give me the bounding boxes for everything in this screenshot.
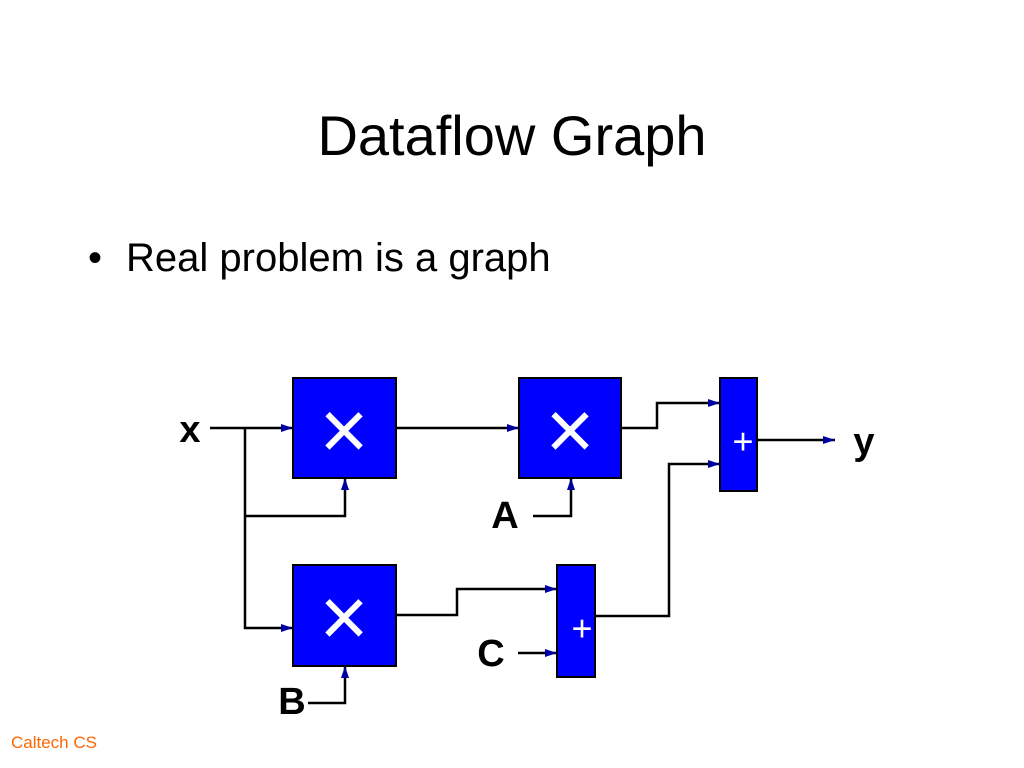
input-label-b: B bbox=[278, 681, 305, 723]
add-symbol-1: + bbox=[732, 421, 753, 462]
multiply-symbol-2: × bbox=[545, 383, 594, 477]
bullet-text: Real problem is a graph bbox=[126, 236, 551, 280]
wire-b-to-mult-3 bbox=[308, 666, 349, 705]
operator-symbols: × × × + + bbox=[319, 383, 753, 664]
multiply-symbol-1: × bbox=[319, 383, 368, 477]
wire-mult-2-to-adder-1 bbox=[621, 399, 720, 430]
wire-x-branch-to-mult-1-bottom bbox=[245, 478, 349, 518]
adder-block-1 bbox=[719, 377, 758, 492]
footer-text: Caltech CS bbox=[11, 733, 97, 752]
input-label-a: A bbox=[491, 495, 518, 537]
input-label-x: x bbox=[179, 409, 200, 451]
wires bbox=[210, 399, 835, 705]
slide-title: Dataflow Graph bbox=[317, 104, 707, 167]
io-labels: x A C B y bbox=[179, 409, 874, 723]
multiplier-block-1 bbox=[292, 377, 397, 479]
bullet-list: • Real problem is a graph bbox=[88, 230, 551, 286]
wire-mult-3-to-adder-2 bbox=[397, 585, 557, 617]
bullet-marker: • bbox=[88, 236, 103, 280]
multiply-symbol-3: × bbox=[319, 570, 368, 664]
wire-x-branch-to-mult-3 bbox=[243, 428, 293, 632]
operator-blocks bbox=[292, 377, 758, 678]
add-symbol-2: + bbox=[571, 608, 592, 649]
wire-a-to-mult-2 bbox=[533, 478, 575, 518]
wire-adder-2-to-adder-1 bbox=[595, 460, 720, 618]
multiplier-block-3 bbox=[292, 564, 397, 667]
output-label-y: y bbox=[853, 421, 874, 463]
multiplier-block-2 bbox=[518, 377, 622, 479]
bullet-item: • Real problem is a graph bbox=[88, 230, 551, 286]
adder-block-2 bbox=[556, 564, 596, 678]
input-label-c: C bbox=[477, 633, 504, 675]
